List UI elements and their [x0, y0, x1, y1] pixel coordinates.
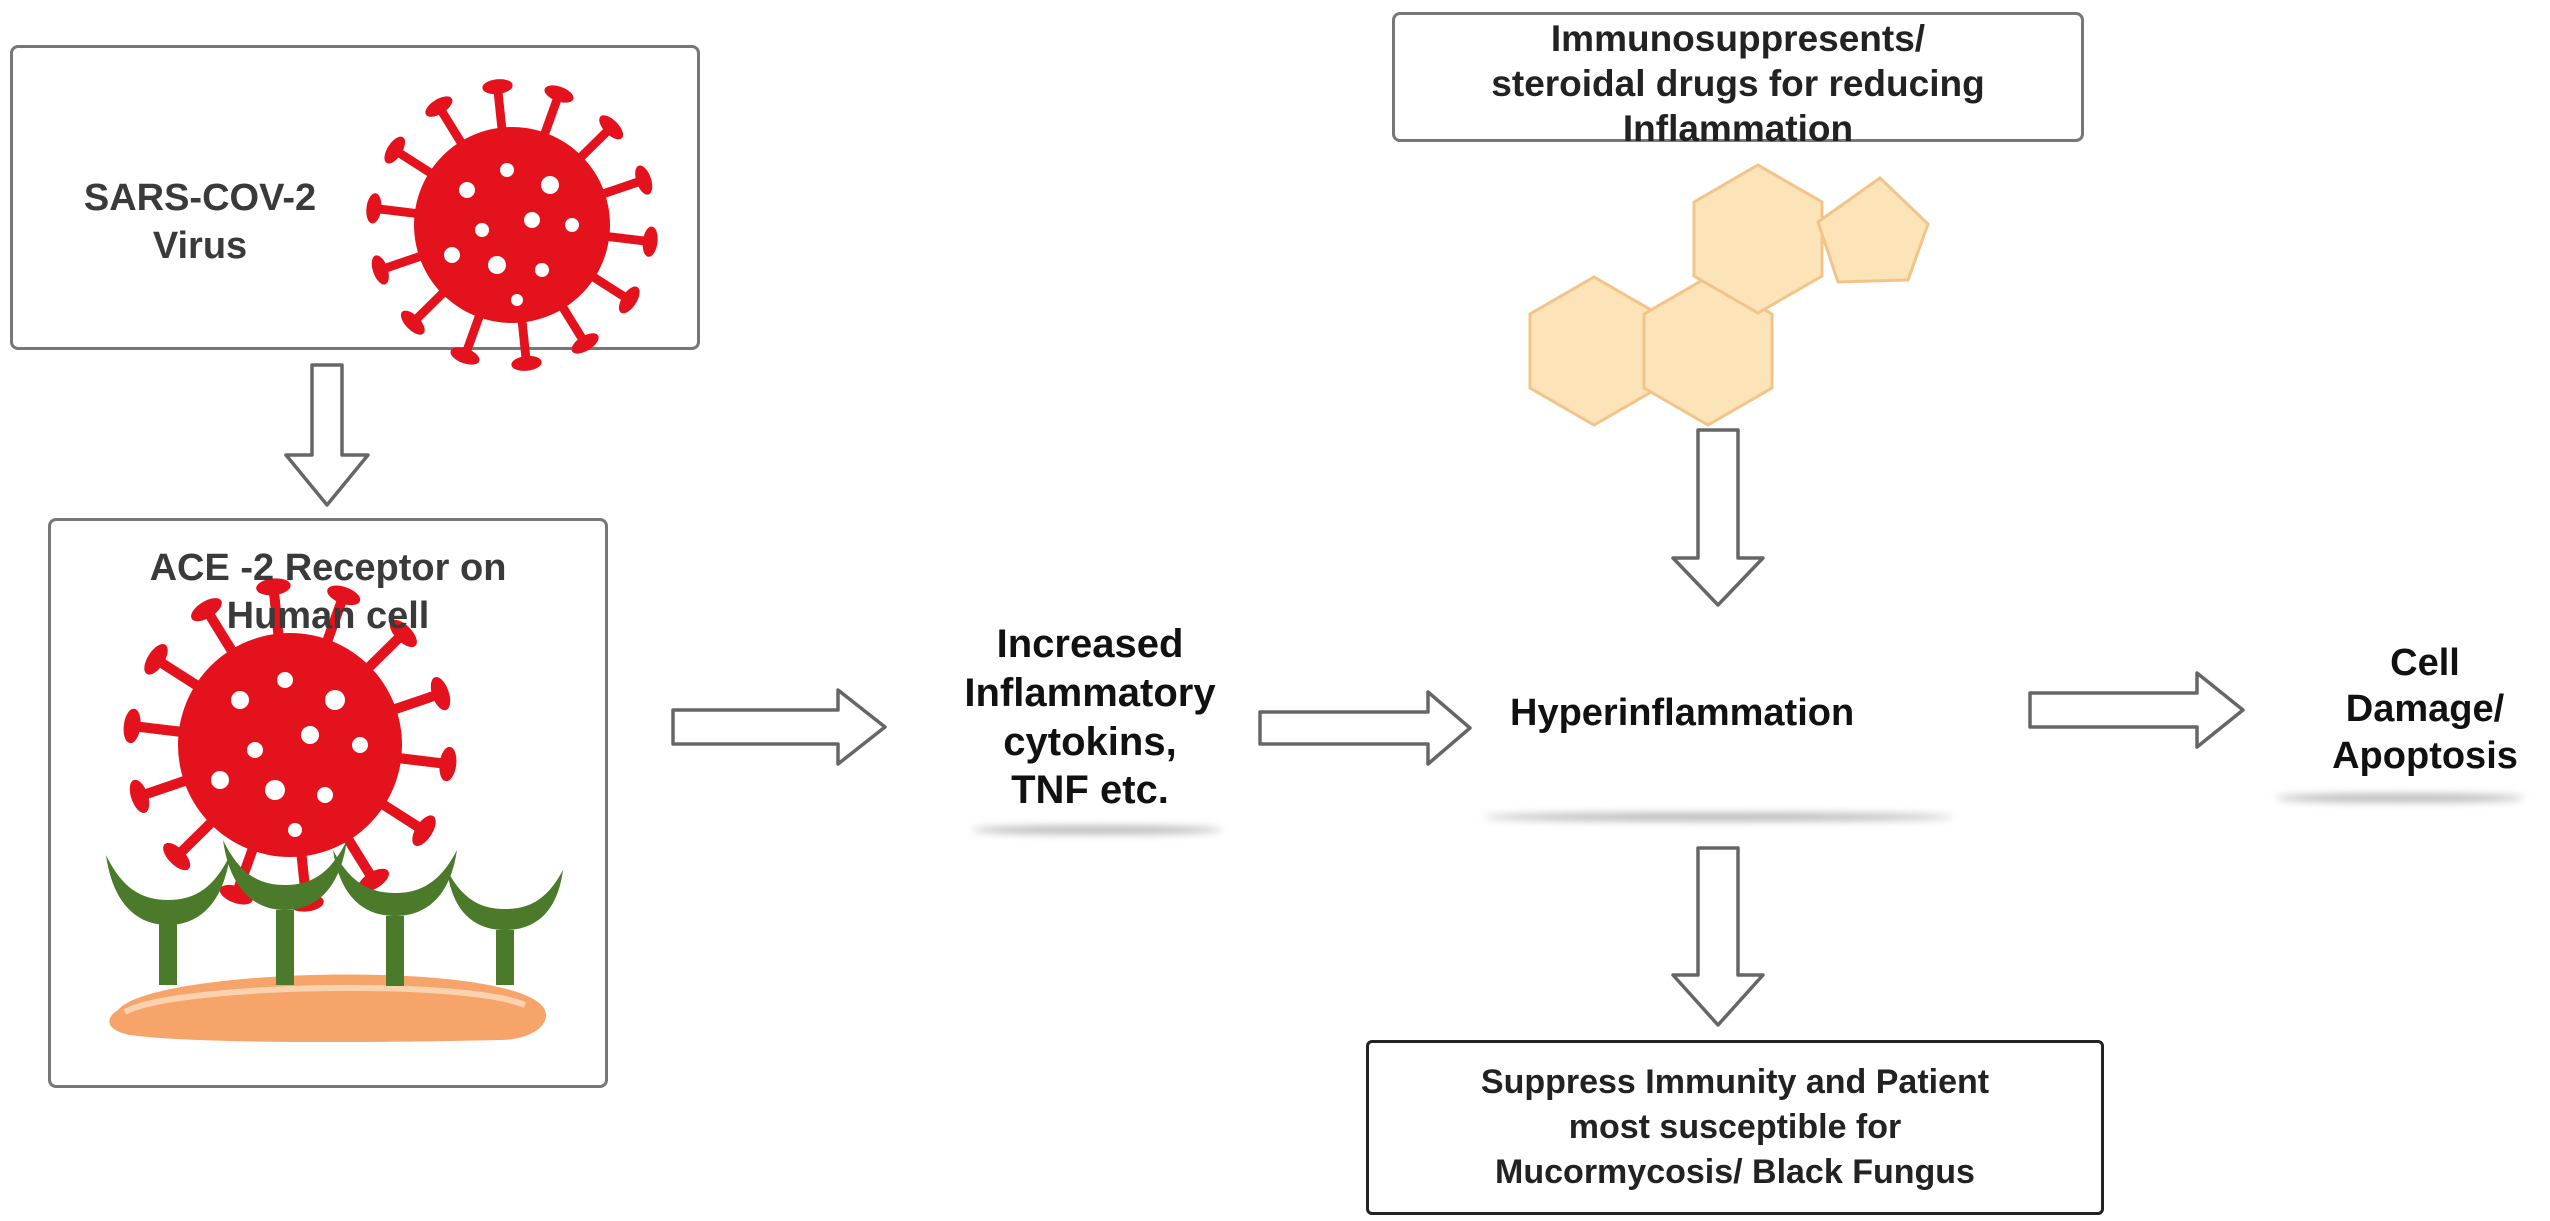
virus-spike-tip — [618, 286, 640, 314]
ace-label-line: Human cell — [226, 594, 430, 637]
virus-spike — [157, 657, 203, 692]
virus-spike-tip — [144, 644, 168, 675]
hyperinflammation-label: Hyperinflammation — [1510, 692, 1855, 734]
virus-label-line: SARS-COV-2 — [83, 177, 317, 219]
ace-label: ACE -2 Receptor on Human cell — [48, 545, 608, 640]
arrow-hyper-to-suppress — [1671, 846, 1765, 1027]
virus-label-line: Virus — [152, 224, 248, 267]
virus-spike-tip — [439, 746, 457, 782]
virus-spike-tip — [450, 347, 480, 365]
suppress-label-line: Suppress Immunity and Patient — [1480, 1063, 1990, 1101]
virus-spike-tip — [412, 815, 436, 846]
virus-spike — [204, 610, 239, 657]
virus-spike — [539, 96, 562, 139]
cytokines-label-line: Increased — [996, 622, 1184, 666]
virus-label: SARS-COV-2 Virus — [60, 175, 340, 270]
virus-spike — [412, 287, 449, 324]
virus-spike-tip — [599, 115, 624, 140]
virus-spike — [437, 107, 467, 149]
suppress-immunity-box — [1366, 1040, 2104, 1215]
virus-spike-tip — [400, 310, 425, 335]
drugs-label-line: steroidal drugs for reducing — [1491, 63, 1985, 105]
virus-spike — [382, 250, 426, 273]
cytokines-label-line: cytokins, — [1003, 719, 1177, 764]
virus-spike-tip — [129, 779, 150, 813]
drugs-label-line: Inflammation — [1622, 108, 1854, 150]
virus-icon — [366, 79, 658, 371]
virus-spike — [603, 231, 647, 246]
ace-label-line: ACE -2 Receptor on — [149, 547, 507, 589]
virus-spike — [389, 690, 438, 716]
cell-damage-label-line: Damage/ — [2345, 688, 2505, 731]
virus-spike — [377, 204, 421, 219]
virus-spike-tip — [256, 578, 291, 596]
cell-damage-label-line: Cell — [2390, 642, 2460, 684]
virus-spike-tip — [366, 193, 382, 224]
arrows — [284, 363, 2245, 1027]
label-shadows — [972, 794, 2525, 834]
virus-spike — [575, 126, 612, 163]
virus-spike-tip — [425, 96, 453, 117]
drugs-label-line: Immunosuppresents/ — [1550, 18, 1926, 59]
cytokines-label: Increased Inflammatory cytokins, TNF etc… — [900, 620, 1280, 815]
arrow-drugs-to-hyper — [1671, 428, 1765, 607]
drugs-box — [1392, 12, 2084, 142]
arrow-virus-to-ace — [284, 363, 370, 507]
cell-damage-label: Cell Damage/ Apoptosis — [2300, 640, 2550, 779]
virus-spike — [587, 271, 629, 302]
virus-spike — [268, 590, 284, 640]
arrow-ace-to-cytokines — [671, 688, 887, 766]
virus-spike — [142, 774, 191, 800]
virus-spike-tip — [430, 677, 451, 711]
virus-spike-tip — [511, 355, 542, 371]
drugs-label: Immunosuppresents/ steroidal drugs for r… — [1392, 16, 2084, 151]
cytokines-label-line: TNF etc. — [1011, 768, 1169, 813]
virus-spike — [598, 177, 642, 200]
virus-spike — [135, 721, 185, 738]
virus-spike — [557, 301, 587, 343]
virus-spike-tip — [544, 85, 574, 103]
virus-spike — [493, 90, 507, 133]
virus-spike-tip — [635, 165, 653, 195]
virus-spike — [176, 816, 218, 858]
virus-spike — [377, 798, 423, 833]
steroid-molecule-icon — [1528, 163, 1930, 427]
virus-spike-tip — [191, 598, 222, 622]
suppress-label: Suppress Immunity and Patient most susce… — [1366, 1060, 2104, 1195]
cytokines-label-line: Inflammatory — [964, 670, 1216, 715]
virus-spike — [517, 317, 531, 360]
virus-spike-tip — [642, 226, 658, 257]
virus-spike-tip — [123, 708, 141, 744]
virus-spike — [462, 311, 485, 354]
arrow-hyper-to-cell — [2028, 671, 2245, 749]
virus-spike — [395, 752, 445, 769]
virus-spike — [395, 148, 437, 179]
cell-damage-label-line: Apoptosis — [2332, 734, 2518, 777]
virus-spike-tip — [571, 333, 599, 354]
virus-spike-tip — [482, 79, 513, 95]
virus-spike-tip — [327, 585, 361, 606]
virus-spike-tip — [389, 619, 417, 648]
suppress-label-line: most susceptible for — [1568, 1107, 1902, 1146]
virus-spike — [321, 597, 347, 646]
suppress-label-line: Mucormycosis/ Black Fungus — [1495, 1152, 1975, 1191]
cell-membrane-icon — [109, 974, 547, 1043]
virus-spike — [341, 833, 376, 880]
virus-spike-tip — [163, 842, 191, 871]
receptor-icon — [106, 840, 563, 986]
virus-spike-tip — [371, 255, 389, 285]
arrow-cytokines-to-hyper — [1258, 690, 1472, 766]
virus-spike-tip — [384, 136, 406, 164]
virus-spike — [362, 632, 404, 674]
